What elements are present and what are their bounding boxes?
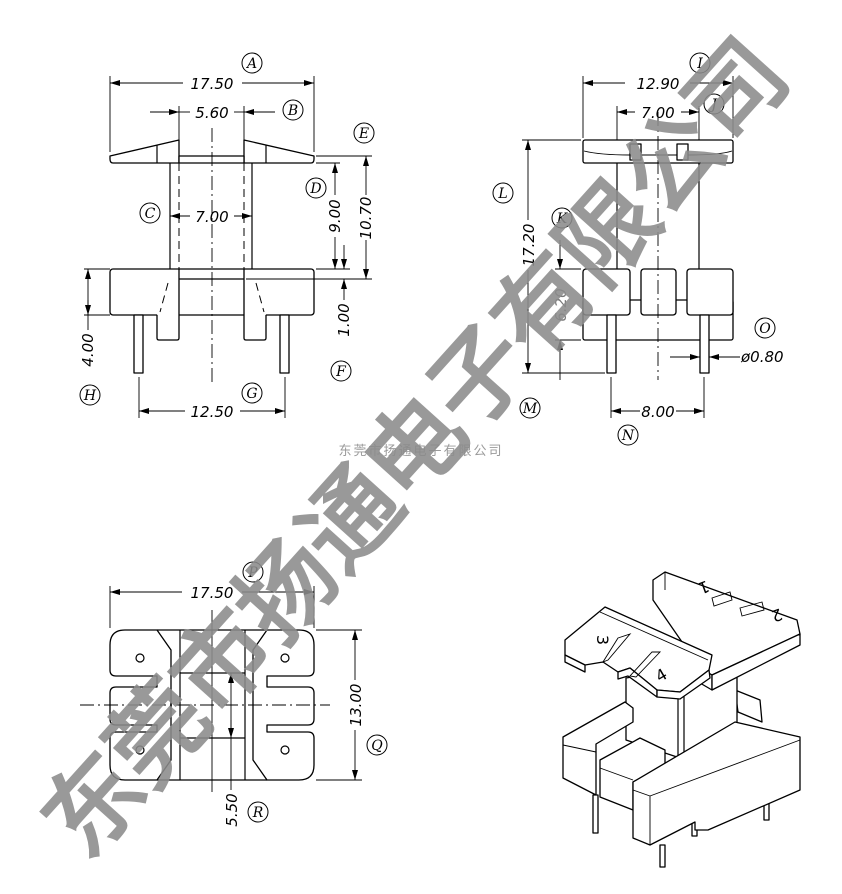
label-R: R [247,801,269,823]
dim-B: 5.60 [195,104,228,122]
svg-text:K: K [556,211,569,227]
svg-text:D: D [309,181,321,197]
svg-text:P: P [247,565,258,581]
dim-R: 5.50 [223,793,241,826]
label-P: P [242,561,264,583]
svg-text:N: N [621,428,635,444]
bottom-view: 17.50 13.00 5.50 P Q R [80,561,388,827]
label-N: N [617,424,639,446]
svg-text:L: L [497,186,507,202]
label-A: A [241,52,263,74]
svg-text:Q: Q [371,738,383,754]
dim-J: 7.00 [641,104,674,122]
label-L: L [492,182,514,204]
svg-text:O: O [759,321,771,337]
svg-text:C: C [145,206,156,222]
dim-A: 17.50 [191,75,234,93]
dim-C: 7.00 [195,208,228,226]
dim-G: 12.50 [191,403,234,421]
isometric-view: 1 2 3 4 [562,571,801,868]
label-K: K [551,207,573,229]
svg-text:F: F [335,364,347,380]
label-Q: Q [366,734,388,756]
label-O: O [754,317,776,339]
dim-K: 6.20 [552,288,570,321]
svg-text:I: I [696,56,703,72]
label-D: D [305,177,327,199]
svg-text:M: M [522,401,538,417]
label-I: I [689,52,711,74]
front-view: 17.50 5.60 7.00 9.00 10.70 1.00 4.00 [79,52,375,421]
svg-text:R: R [252,805,264,821]
dim-L: 17.20 [520,224,538,267]
svg-text:H: H [83,388,97,404]
dim-O: ø0.80 [740,348,784,366]
pin-number-3: 3 [593,635,612,645]
label-E: E [353,122,375,144]
label-H: H [79,384,101,406]
svg-text:J: J [708,97,718,113]
svg-text:G: G [246,386,257,402]
label-C: C [139,202,161,224]
side-view: 12.90 7.00 17.20 6.20 8.00 ø0.80 I J K L… [492,52,784,446]
label-G: G [241,382,263,404]
svg-text:E: E [358,126,369,142]
dim-D: 9.00 [326,199,344,232]
small-watermark: 东莞市扬通电子有限公司 [338,443,503,459]
svg-text:B: B [287,103,298,119]
svg-text:A: A [245,56,257,72]
label-F: F [330,360,352,382]
dim-E: 10.70 [357,197,375,240]
dim-N: 8.00 [641,403,674,421]
dim-Q: 13.00 [347,684,365,727]
label-M: M [519,397,541,419]
label-J: J [703,93,725,115]
dim-H: 4.00 [79,333,97,366]
dim-F: 1.00 [335,303,353,336]
dim-I: 12.90 [637,75,680,93]
label-B: B [282,99,304,121]
dim-P: 17.50 [191,584,234,602]
